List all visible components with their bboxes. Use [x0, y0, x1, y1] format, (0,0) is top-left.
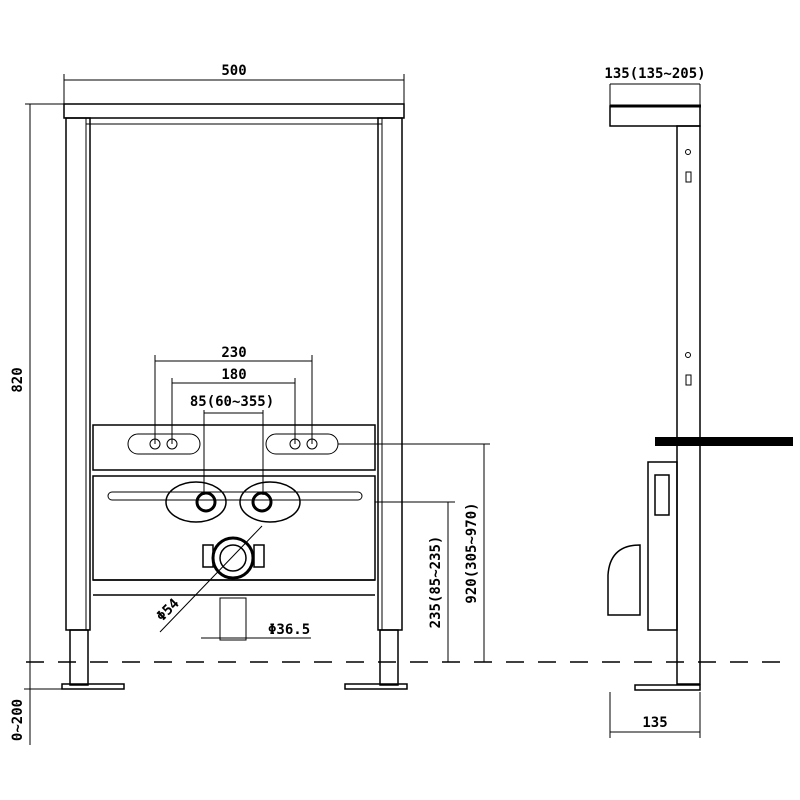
- outer-spacing-dimension: 230: [221, 345, 246, 361]
- front-view: 500 230 180 85(60~355): [10, 63, 490, 745]
- depth-range-dimension: 135(135~205): [604, 66, 705, 82]
- drain-diameter-dimension: Φ54: [154, 596, 183, 625]
- height-dimension: 820: [10, 367, 26, 392]
- mounting-bar: [655, 437, 793, 446]
- drain-height-dimension: 235(85~235): [428, 536, 444, 629]
- foot-adjust-dimension: 0~200: [10, 699, 26, 741]
- width-dimension: 500: [221, 63, 246, 79]
- fixing-height-dimension: 920(305~970): [464, 502, 480, 603]
- valve-spacing-dimension: 85(60~355): [190, 394, 274, 410]
- depth-dimension: 135: [642, 715, 667, 731]
- pipe-diameter-dimension: Φ36.5: [268, 622, 310, 638]
- side-view: 135(135~205) 135: [604, 66, 793, 738]
- inner-spacing-dimension: 180: [221, 367, 246, 383]
